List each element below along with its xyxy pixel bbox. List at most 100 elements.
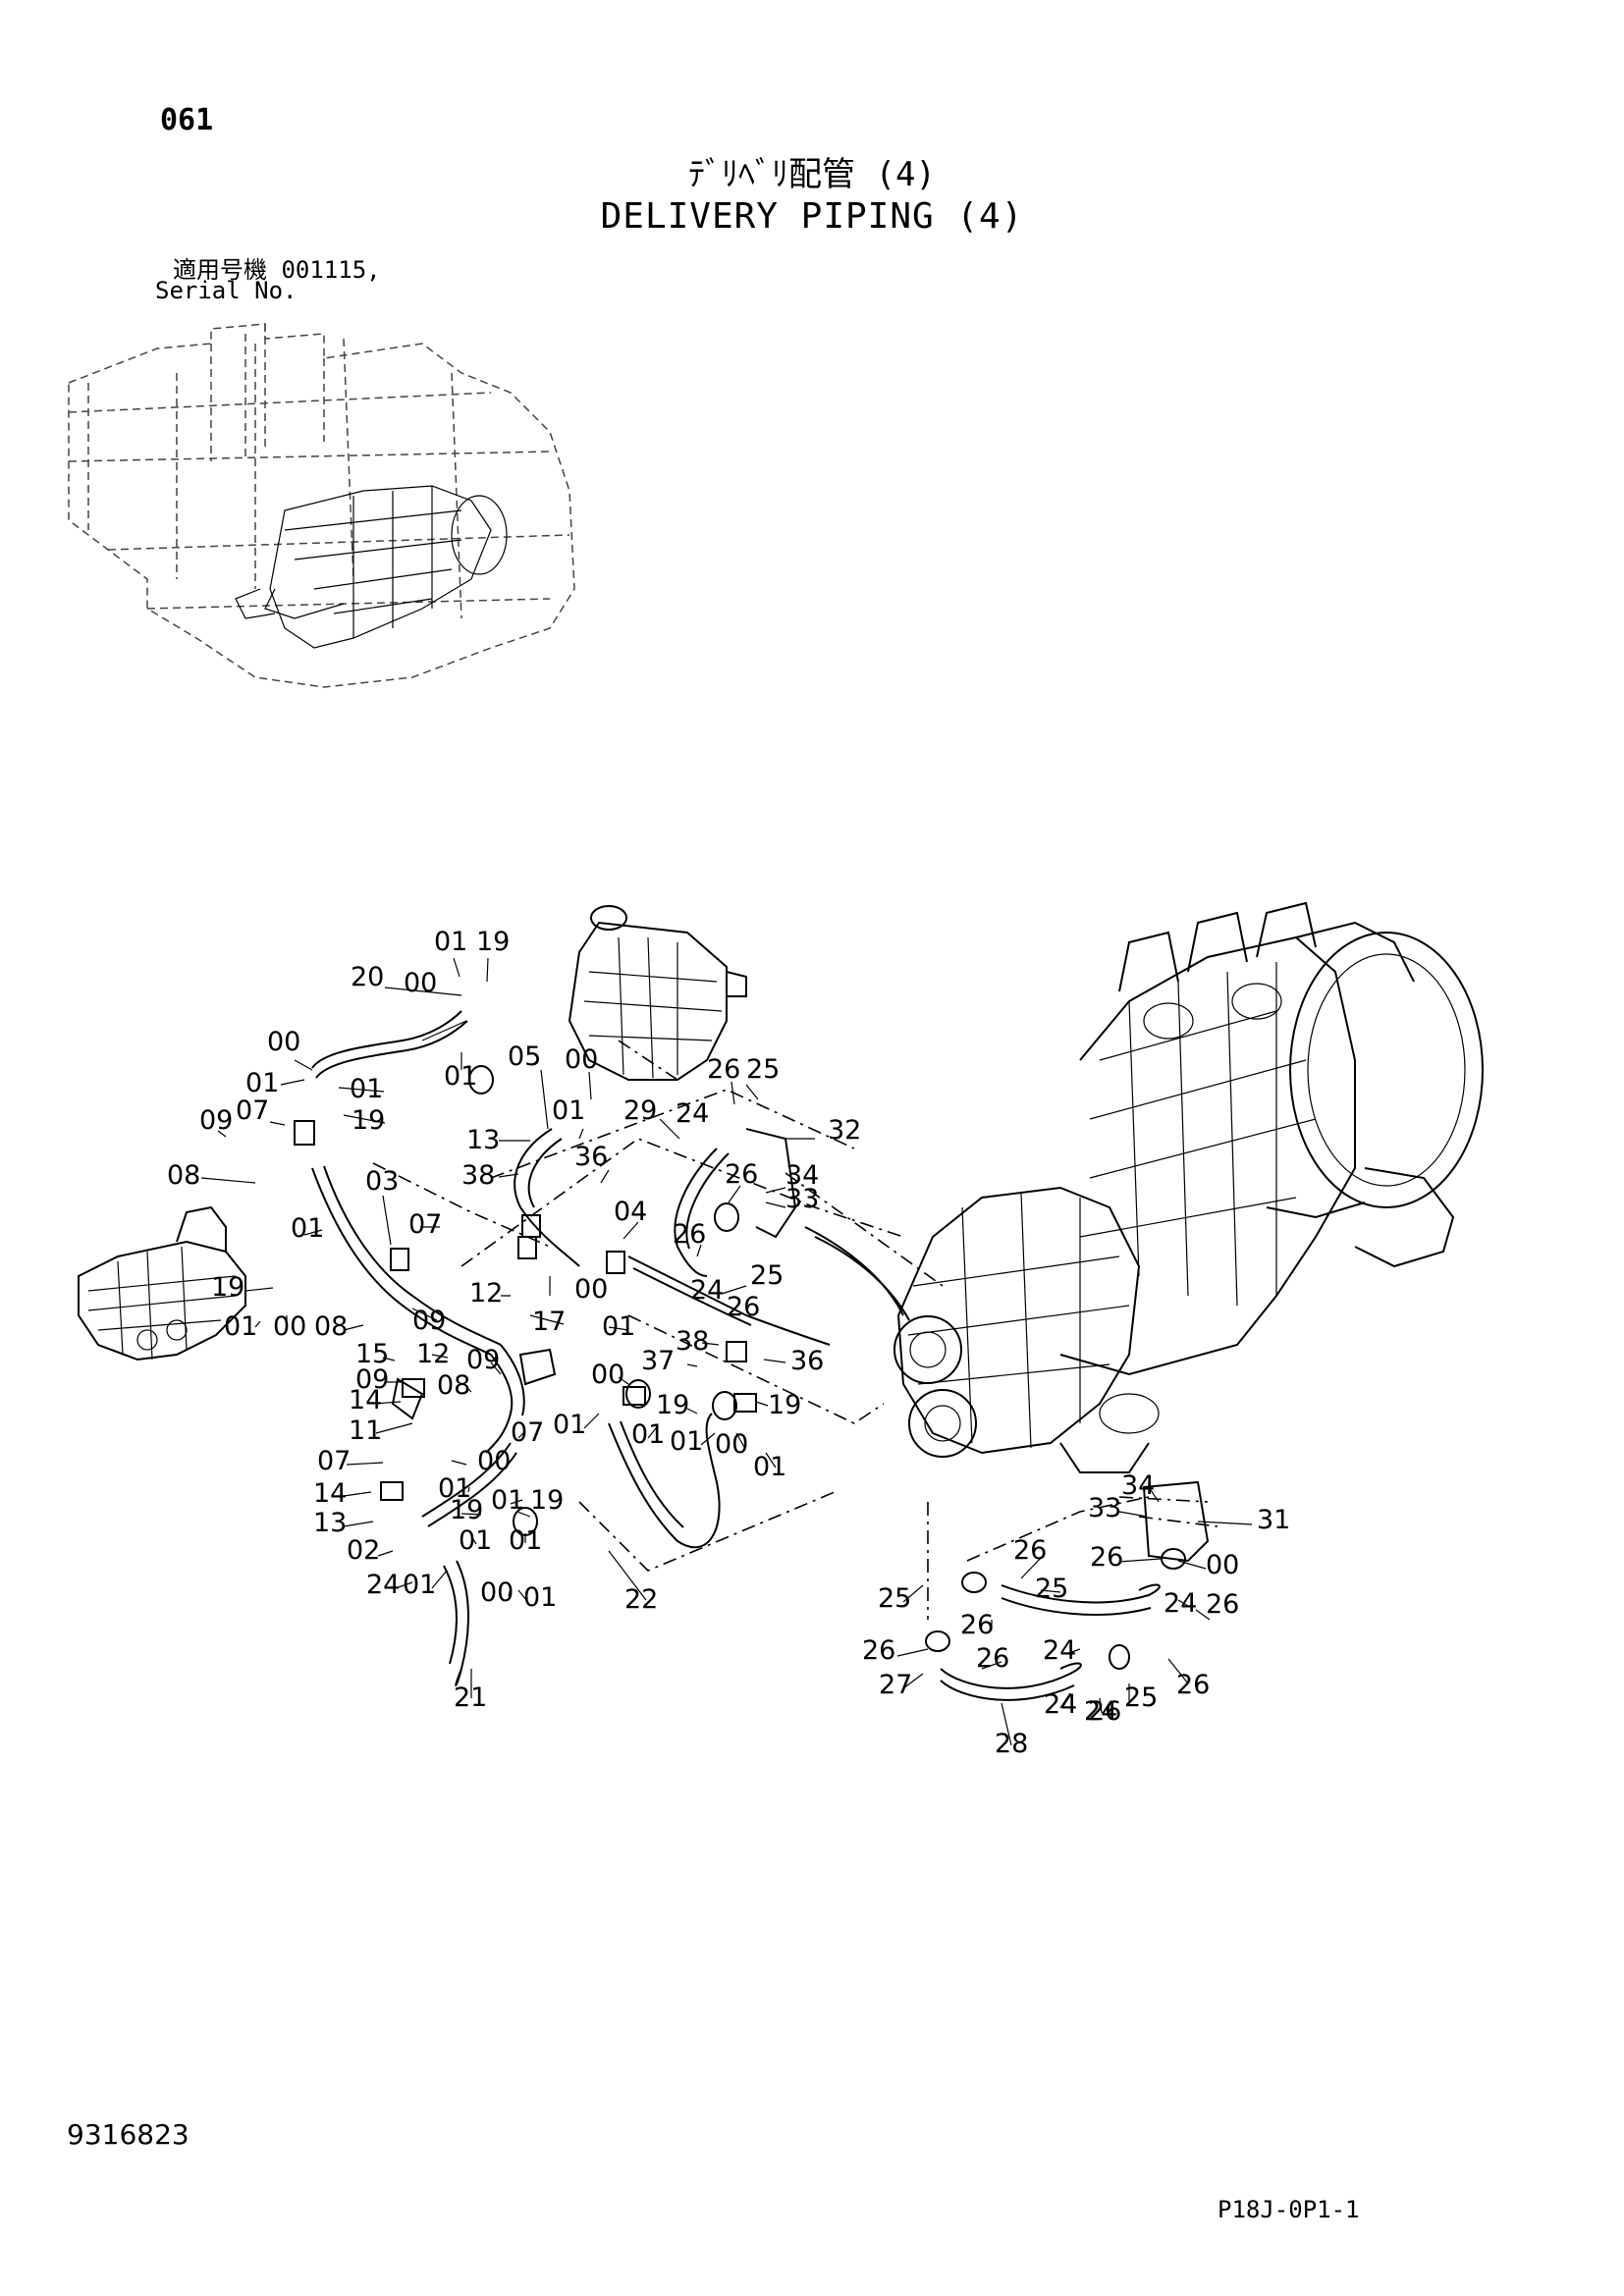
callout: 01 (602, 1311, 635, 1342)
callout: 09 (199, 1105, 233, 1136)
callout: 11 (349, 1415, 382, 1446)
callout: 04 (614, 1197, 647, 1227)
callout: 08 (437, 1370, 470, 1401)
callout: 26 (725, 1159, 758, 1190)
callout: 07 (408, 1209, 442, 1240)
callout: 26 (862, 1635, 895, 1666)
callout: 25 (1035, 1574, 1068, 1604)
pipe-lines (311, 1010, 1161, 1701)
callout: 01 (523, 1582, 557, 1613)
callout: 09 (355, 1364, 389, 1395)
callout: 26 (976, 1643, 1009, 1674)
callout: 34 (785, 1160, 819, 1191)
callout: 26 (1013, 1535, 1047, 1566)
callout: 09 (412, 1306, 446, 1336)
callout: 24 (1044, 1689, 1077, 1720)
callout: 24 (690, 1275, 724, 1306)
callout: 01 (224, 1311, 257, 1342)
callout: 32 (828, 1115, 861, 1146)
callout: 01 (403, 1570, 436, 1600)
callout: 00 (267, 1027, 300, 1057)
callout: 21 (454, 1682, 487, 1713)
page-code: P18J-0P1-1 (1218, 2196, 1360, 2223)
callout: 26 (1088, 1696, 1121, 1727)
callout: 01 (631, 1419, 665, 1450)
callout: 01 (552, 1095, 585, 1126)
callout: 36 (574, 1142, 608, 1172)
callout: 26 (1090, 1542, 1123, 1573)
callout: 01 (753, 1452, 786, 1482)
callout: 14 (313, 1478, 347, 1509)
callout: 24 (366, 1570, 400, 1600)
callout: 08 (167, 1160, 200, 1191)
callout: 00 (1206, 1550, 1239, 1580)
callout: 22 (624, 1584, 658, 1615)
callout: 14 (349, 1385, 382, 1415)
callout: 19 (211, 1272, 244, 1303)
callout: 38 (461, 1160, 495, 1191)
callout: 01 (434, 927, 467, 957)
callout: 19 (768, 1390, 801, 1420)
callout: 00 (565, 1044, 598, 1075)
callout: 13 (313, 1508, 347, 1538)
callout: 27 (879, 1670, 912, 1700)
callout: 31 (1257, 1505, 1290, 1535)
callouts: 01 19 20 00 00 01 01 01 19 05 00 26 25 1… (167, 927, 1290, 1759)
callout: 19 (476, 927, 510, 957)
title-english: DELIVERY PIPING (4) (600, 196, 1024, 237)
callout: 00 (591, 1360, 624, 1390)
callout: 26 (1206, 1589, 1239, 1620)
callout: 26 (1176, 1670, 1210, 1700)
callout: 00 (477, 1446, 511, 1476)
callout: 33 (785, 1184, 819, 1214)
serial-label-japanese: 適用号機 001115, (173, 256, 381, 284)
callout: 24 (1084, 1696, 1117, 1727)
control-valve-upper (568, 905, 747, 1081)
callout: 20 (351, 962, 384, 992)
callout: 25 (878, 1583, 911, 1614)
callout: 25 (1124, 1682, 1158, 1713)
callout: 37 (641, 1346, 675, 1376)
callout: 25 (750, 1260, 784, 1291)
callout: 01 (291, 1213, 324, 1244)
callout: 09 (466, 1345, 500, 1375)
callout: 26 (673, 1219, 706, 1250)
callout: 12 (416, 1339, 450, 1369)
callout: 13 (466, 1125, 500, 1155)
title-japanese: ﾃﾞﾘﾍﾞﾘ配管 (4) (688, 155, 936, 194)
callout: 00 (404, 968, 437, 998)
overview-thumbnail (68, 323, 575, 688)
callout: 33 (1088, 1493, 1121, 1523)
leader-lines (200, 957, 1253, 1746)
callout: 34 (1121, 1470, 1155, 1501)
callout: 24 (1164, 1588, 1197, 1619)
callout: 19 (530, 1485, 564, 1516)
callout: 29 (623, 1095, 657, 1126)
callout: 26 (960, 1610, 994, 1640)
callout: 05 (508, 1041, 541, 1072)
serial-label-english: Serial No. (155, 277, 298, 304)
callout: 07 (236, 1095, 269, 1126)
callout: 03 (365, 1166, 399, 1197)
callout: 01 (438, 1473, 471, 1504)
engine-assembly (893, 901, 1484, 1473)
dashed-connection-lines (372, 1040, 1218, 1620)
brackets-clamps (294, 1065, 1210, 1670)
callout: 24 (1043, 1635, 1076, 1666)
callout: 24 (676, 1098, 709, 1129)
callout: 01 (553, 1410, 586, 1440)
callout: 38 (676, 1326, 709, 1357)
callout: 08 (314, 1311, 348, 1342)
callout: 15 (355, 1339, 389, 1369)
callout: 07 (511, 1417, 544, 1448)
callout: 01 (245, 1068, 279, 1098)
callout: 19 (450, 1495, 483, 1525)
callout: 19 (352, 1105, 385, 1136)
document-number: 9316823 (67, 2118, 189, 2151)
callout: 01 (670, 1426, 703, 1457)
callout: 25 (746, 1054, 780, 1085)
callout: 26 (707, 1054, 740, 1085)
callout: 00 (480, 1577, 514, 1608)
callout: 01 (444, 1061, 477, 1092)
